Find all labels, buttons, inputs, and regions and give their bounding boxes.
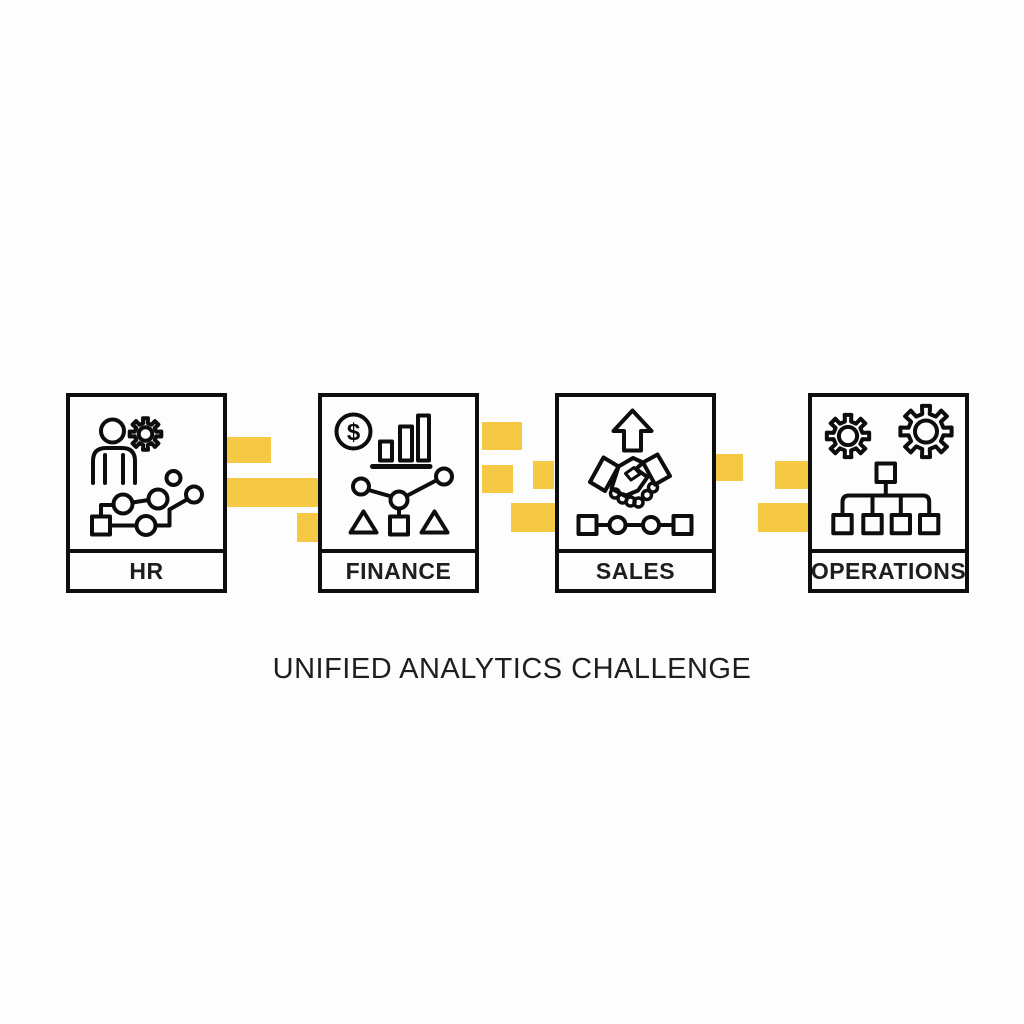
data-flow-fragment (716, 454, 743, 481)
dollar-bar-chart-icon: $ (322, 397, 475, 549)
department-label-finance: FINANCE (322, 549, 475, 589)
diagram-title: UNIFIED ANALYTICS CHALLENGE (272, 653, 752, 685)
data-flow-fragment (758, 503, 808, 532)
data-flow-fragment (533, 461, 554, 489)
data-flow-fragment (482, 422, 522, 450)
data-flow-fragment (297, 513, 318, 542)
gears-org-chart-icon (812, 397, 965, 549)
svg-text:$: $ (347, 419, 361, 446)
department-box-operations: OPERATIONS (808, 393, 969, 593)
department-label-hr: HR (70, 549, 223, 589)
handshake-growth-arrow-icon (559, 397, 712, 549)
data-flow-fragment (227, 437, 271, 463)
data-flow-fragment (227, 478, 318, 507)
department-label-sales: SALES (559, 549, 712, 589)
data-flow-fragment (511, 503, 555, 532)
data-flow-fragment (482, 465, 513, 493)
data-flow-fragment (775, 461, 808, 489)
department-box-finance: $ FINANCE (318, 393, 479, 593)
department-box-hr: HR (66, 393, 227, 593)
employee-gear-growth-icon (70, 397, 223, 549)
department-box-sales: SALES (555, 393, 716, 593)
department-label-operations: OPERATIONS (811, 549, 966, 589)
